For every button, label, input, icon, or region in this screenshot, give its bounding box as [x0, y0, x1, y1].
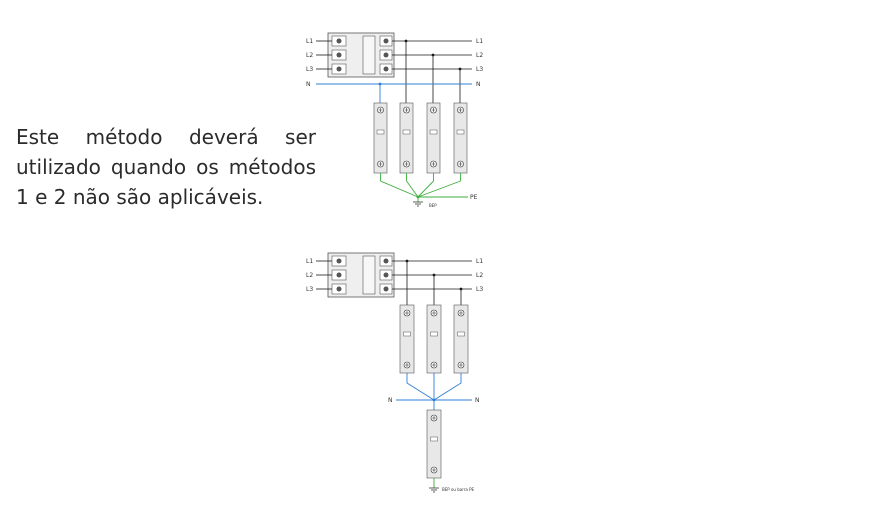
label-l1-in: L1	[306, 258, 313, 265]
label-pe: PE	[470, 194, 478, 201]
label-l1-out: L1	[476, 258, 483, 265]
spd-module	[453, 102, 468, 174]
label-n-right: N	[475, 397, 480, 404]
label-l2-out: L2	[476, 52, 483, 59]
spd-module	[453, 304, 469, 374]
spd-module	[426, 102, 441, 174]
circuit-breaker	[327, 252, 395, 298]
label-l3-in: L3	[306, 286, 313, 293]
label-bep-pe: BEP ou barra PE	[442, 487, 475, 492]
label-n-left: N	[388, 397, 393, 404]
label-l2-in: L2	[306, 52, 313, 59]
label-l3-in: L3	[306, 66, 313, 73]
label-l2-out: L2	[476, 272, 483, 279]
label-bep: BEP	[429, 203, 437, 208]
spd-module-npe	[426, 409, 442, 479]
label-l2-in: L2	[306, 272, 313, 279]
description-text: Este método deverá ser utilizado quando …	[16, 125, 316, 209]
label-l3-out: L3	[476, 286, 483, 293]
wiring-diagram-method-3b: L1 L2 L3 L1 L2 L3 N N	[306, 252, 483, 493]
label-l1-in: L1	[306, 38, 313, 45]
circuit-breaker	[327, 32, 395, 78]
label-l3-out: L3	[476, 66, 483, 73]
label-n-out: N	[476, 81, 481, 88]
spd-module	[426, 304, 442, 374]
spd-module	[399, 102, 414, 174]
wiring-diagram-method-3a: L1 L2 L3 N L1 L2 L3 N	[306, 32, 483, 208]
spd-module	[373, 102, 388, 174]
label-n-in: N	[306, 81, 311, 88]
spd-module	[399, 304, 415, 374]
label-l1-out: L1	[476, 38, 483, 45]
